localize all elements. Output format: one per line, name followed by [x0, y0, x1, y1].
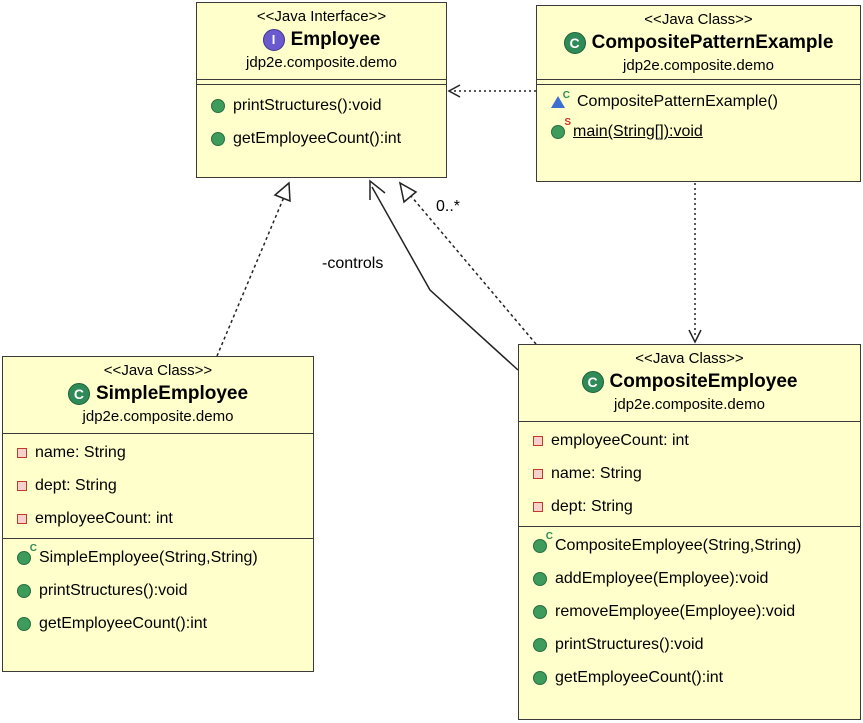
- static-method-icon: S: [551, 117, 571, 139]
- class-name: CompositeEmployee: [609, 371, 798, 392]
- class-name: Employee: [290, 29, 381, 50]
- realization-triangle: [273, 181, 291, 203]
- association-role-label: -controls: [322, 255, 384, 272]
- public-method-icon: [533, 571, 547, 586]
- package-name: jdp2e.composite.demo: [614, 396, 765, 413]
- class-icon: C: [581, 371, 604, 393]
- realization-simple-employee: [216, 196, 285, 357]
- interface-icon: I: [262, 29, 285, 51]
- association-arrowhead: [369, 179, 386, 200]
- public-method-icon: [211, 131, 225, 146]
- constructor-icon: C: [533, 531, 553, 553]
- package-name: jdp2e.composite.demo: [623, 57, 774, 74]
- dependency-arrowhead: [688, 329, 702, 344]
- realization-triangle: [398, 181, 418, 204]
- stereotype: <<Java Interface>>: [256, 8, 387, 25]
- class-name: CompositePatternExample: [591, 32, 834, 53]
- public-method-icon: [17, 616, 31, 631]
- private-field-icon: [533, 435, 543, 446]
- field-row: dept: String: [3, 469, 313, 502]
- stereotype: <<Java Class>>: [635, 350, 744, 367]
- public-method-icon: [533, 670, 547, 685]
- dependency-arrowhead: [447, 84, 461, 98]
- private-field-icon: [17, 447, 27, 458]
- association-multiplicity-label: 0..*: [436, 198, 461, 215]
- field-row: dept: String: [519, 490, 860, 523]
- association-controls: [371, 186, 519, 371]
- public-method-icon: [533, 604, 547, 619]
- private-field-icon: [533, 501, 543, 512]
- public-method-icon: [211, 98, 225, 113]
- method-row: removeEmployee(Employee):void: [519, 595, 860, 628]
- constructor-icon: C: [17, 543, 37, 565]
- public-method-icon: [533, 637, 547, 652]
- field-row: name: String: [3, 436, 313, 469]
- package-name: jdp2e.composite.demo: [246, 54, 397, 71]
- public-method-icon: [17, 583, 31, 598]
- private-field-icon: [17, 480, 27, 491]
- class-name: SimpleEmployee: [95, 383, 249, 404]
- stereotype: <<Java Class>>: [644, 11, 753, 28]
- method-row: addEmployee(Employee):void: [519, 562, 860, 595]
- constructor-icon: C: [551, 90, 570, 108]
- method-row: printStructures():void: [3, 574, 313, 607]
- private-field-icon: [17, 513, 27, 524]
- realization-composite-employee: [410, 195, 537, 345]
- method-row: printStructures():void: [197, 89, 446, 122]
- method-row: getEmployeeCount():int: [3, 607, 313, 640]
- method-row: printStructures():void: [519, 628, 860, 661]
- method-row: getEmployeeCount():int: [197, 122, 446, 155]
- class-icon: C: [563, 32, 586, 54]
- package-name: jdp2e.composite.demo: [82, 408, 234, 425]
- stereotype: <<Java Class>>: [103, 362, 213, 379]
- field-row: name: String: [519, 457, 860, 490]
- field-row: employeeCount: int: [3, 502, 313, 535]
- class-icon: C: [67, 383, 90, 405]
- method-row: getEmployeeCount():int: [519, 661, 860, 694]
- field-row: employeeCount: int: [519, 424, 860, 457]
- private-field-icon: [533, 468, 543, 479]
